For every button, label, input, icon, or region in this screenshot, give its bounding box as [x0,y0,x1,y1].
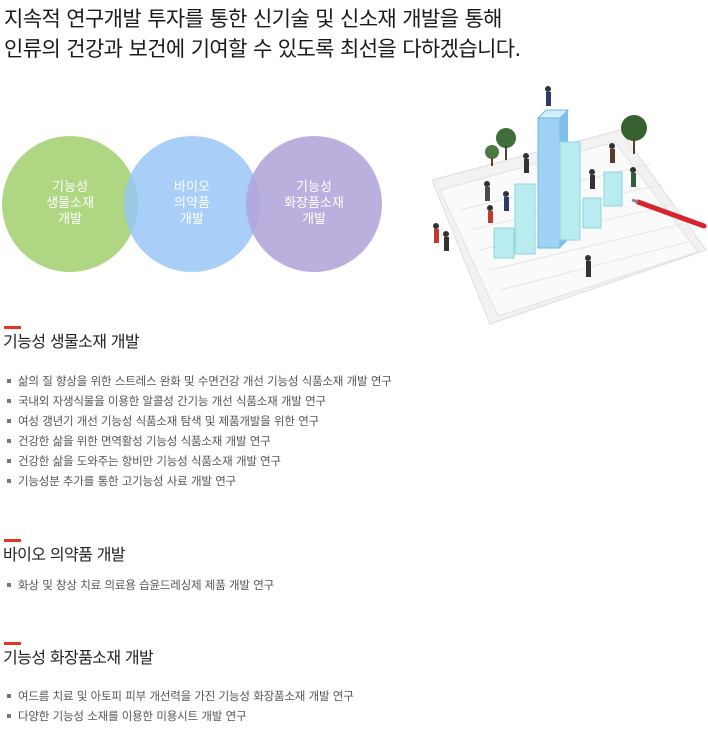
section-title: 기능성 생물소재 개발 [3,332,140,351]
section-title: 기능성 화장품소재 개발 [3,648,154,667]
section-accent-bar [4,326,21,329]
section-item-list: 여드름 치료 및 아토피 피부 개선력을 가진 기능성 화장품소재 개발 연구 … [0,686,354,726]
chart-bars [493,109,623,259]
list-item-text: 기능성분 추가를 통한 고기능성 사료 개발 연구 [18,474,236,488]
research-area-venn: 기능성 생물소재 개발 바이오 의약품 개발 기능성 화장품소재 개발 [0,130,400,280]
list-item-text: 다양한 기능성 소재를 이용한 미용시트 개발 연구 [18,709,247,723]
section-title: 바이오 의약품 개발 [3,545,126,564]
bullet-icon [7,479,11,483]
list-item-text: 여드름 치료 및 아토피 피부 개선력을 가진 기능성 화장품소재 개발 연구 [18,689,354,703]
bullet-icon [7,583,11,587]
circle-bio-medicine: 바이오 의약품 개발 [124,136,260,272]
bullet-icon [7,714,11,718]
people-figures [433,86,636,277]
list-item-text: 삶의 질 향상을 위한 스트레스 완화 및 수면건강 개선 기능성 식품소재 개… [18,374,392,388]
bullet-icon [7,694,11,698]
bullet-icon [7,399,11,403]
section-item-list: 삶의 질 향상을 위한 스트레스 완화 및 수면건강 개선 기능성 식품소재 개… [0,371,392,491]
bullet-icon [7,439,11,443]
list-item-text: 건강한 삶을 도와주는 항비만 기능성 식품소재 개발 연구 [18,454,281,468]
list-item: 다양한 기능성 소재를 이용한 미용시트 개발 연구 [0,706,354,726]
list-item: 화상 및 창상 치료 의료용 습윤드레싱제 제품 개발 연구 [0,575,274,595]
circle-cosmetic-material-label: 기능성 화장품소재 개발 [284,180,344,227]
section-item-list: 화상 및 창상 치료 의료용 습윤드레싱제 제품 개발 연구 [0,575,274,595]
list-item-text: 건강한 삶을 위한 면역활성 기능성 식품소재 개발 연구 [18,434,271,448]
circle-bio-medicine-label: 바이오 의약품 개발 [174,180,210,227]
tree-icons [485,115,647,166]
list-item: 여성 갱년기 개선 기능성 식품소재 탐색 및 제품개발을 위한 연구 [0,411,392,431]
chart-illustration-svg [431,86,707,325]
list-item: 삶의 질 향상을 위한 스트레스 완화 및 수면건강 개선 기능성 식품소재 개… [0,371,392,391]
circle-bio-material-label: 기능성 생물소재 개발 [46,180,94,227]
list-item: 건강한 삶을 위한 면역활성 기능성 식품소재 개발 연구 [0,431,392,451]
list-item: 기능성분 추가를 통한 고기능성 사료 개발 연구 [0,471,392,491]
list-item: 건강한 삶을 도와주는 항비만 기능성 식품소재 개발 연구 [0,451,392,471]
circle-bio-material: 기능성 생물소재 개발 [2,136,138,272]
list-item-text: 여성 갱년기 개선 기능성 식품소재 탐색 및 제품개발을 위한 연구 [18,414,319,428]
list-item: 여드름 치료 및 아토피 피부 개선력을 가진 기능성 화장품소재 개발 연구 [0,686,354,706]
business-chart-illustration [420,80,708,330]
bullet-icon [7,459,11,463]
section-accent-bar [4,642,21,645]
circle-cosmetic-material: 기능성 화장품소재 개발 [246,136,382,272]
list-item-text: 국내외 자생식물을 이용한 알콜성 간기능 개선 식품소재 개발 연구 [18,394,326,408]
bullet-icon [7,419,11,423]
list-item: 국내외 자생식물을 이용한 알콜성 간기능 개선 식품소재 개발 연구 [0,391,392,411]
page-headline: 지속적 연구개발 투자를 통한 신기술 및 신소재 개발을 통해 인류의 건강과… [4,4,521,64]
section-accent-bar [4,539,21,542]
pen-icon [631,198,707,229]
headline-line-1: 지속적 연구개발 투자를 통한 신기술 및 신소재 개발을 통해 [4,7,502,31]
bullet-icon [7,379,11,383]
headline-line-2: 인류의 건강과 보건에 기여할 수 있도록 최선을 다하겠습니다. [4,37,521,61]
list-item-text: 화상 및 창상 치료 의료용 습윤드레싱제 제품 개발 연구 [18,578,275,592]
